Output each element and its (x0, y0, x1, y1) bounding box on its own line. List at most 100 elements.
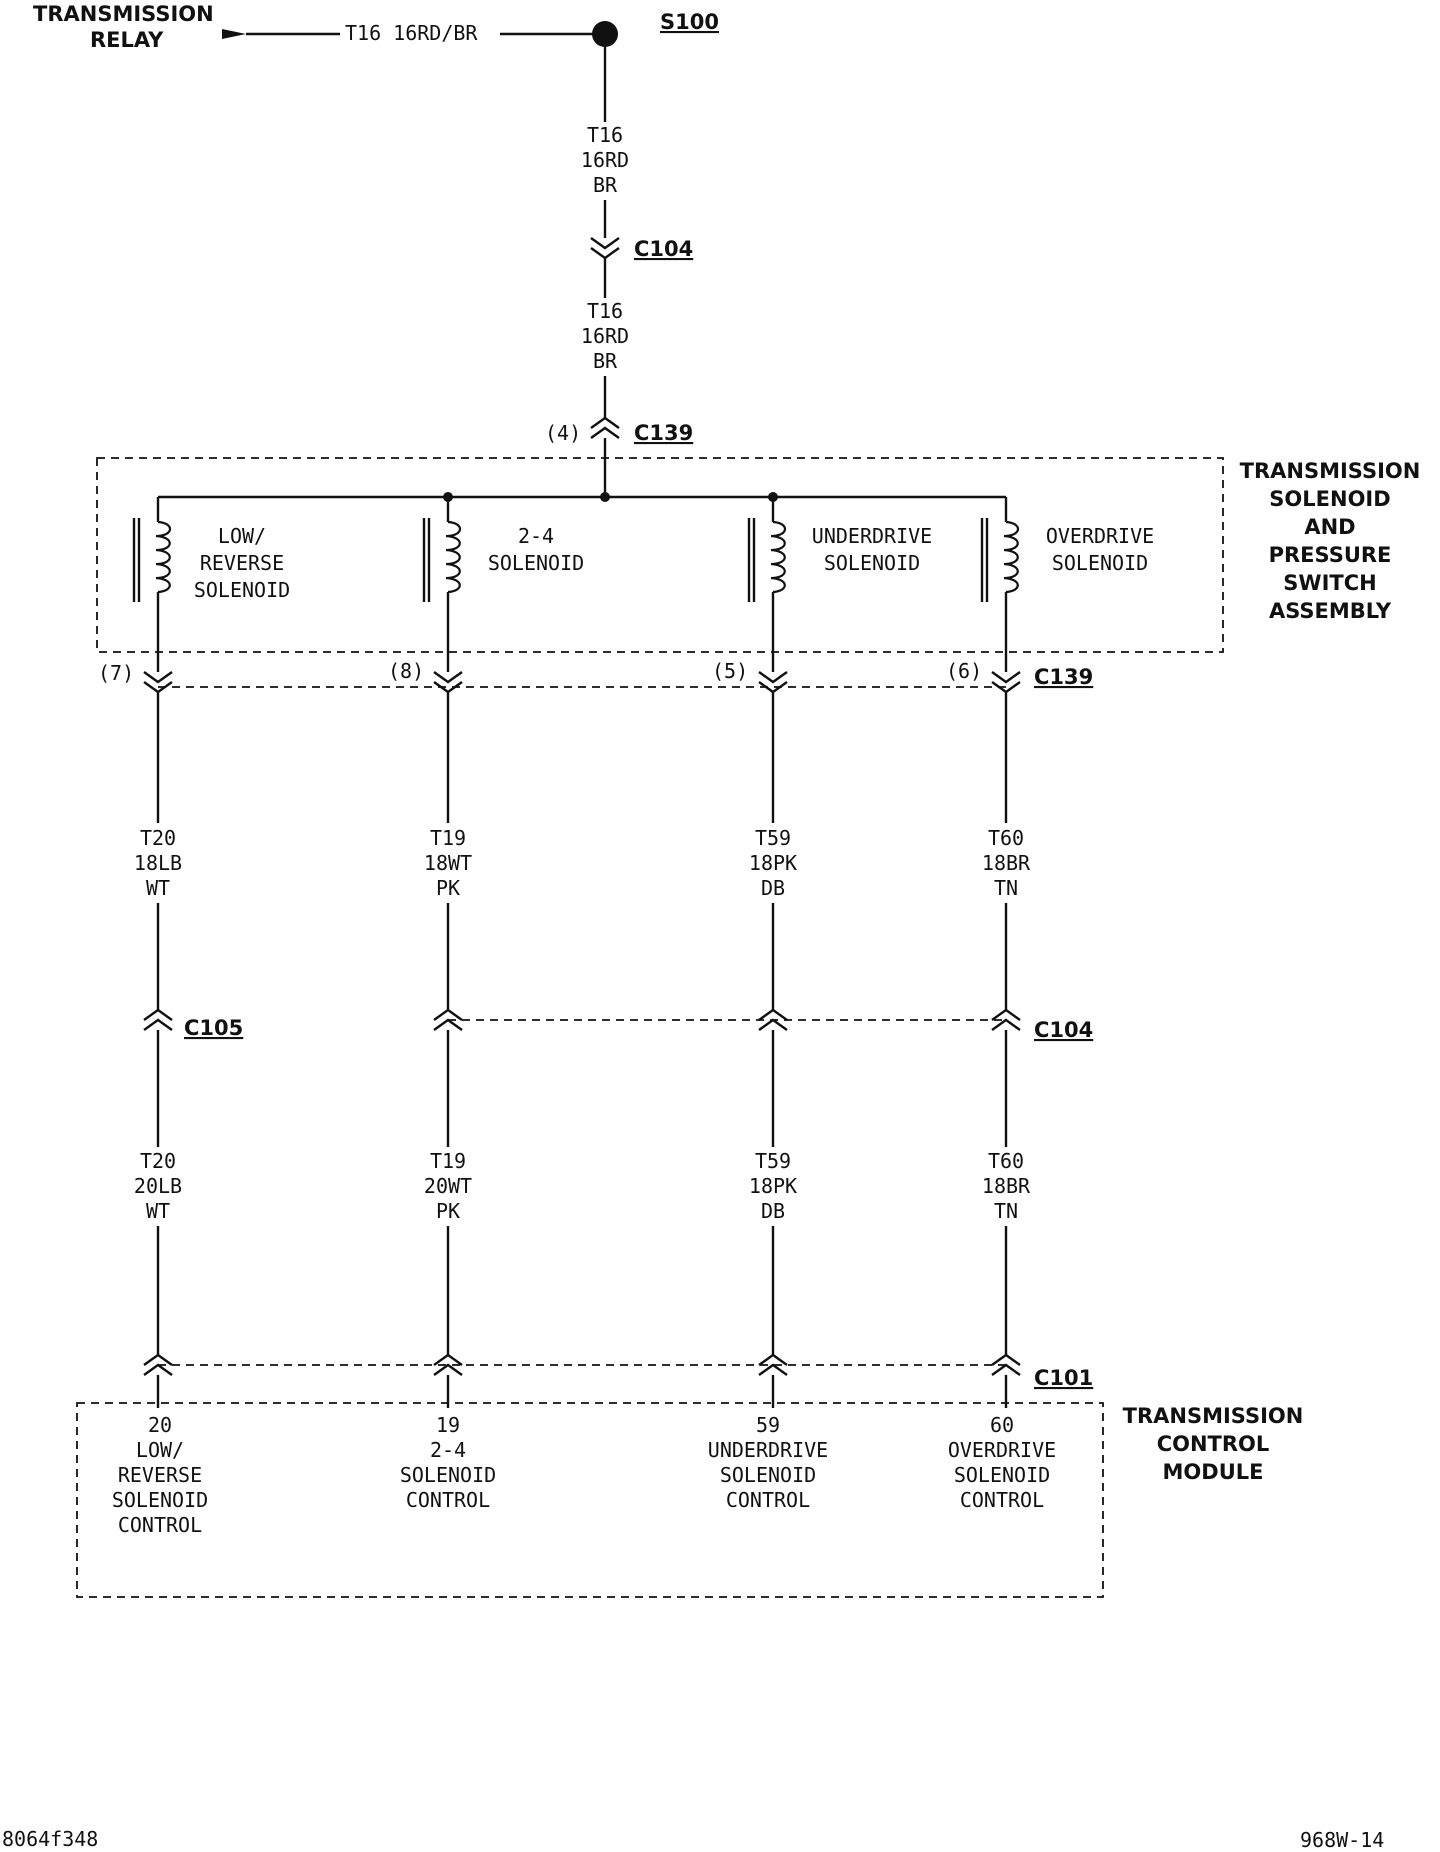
circuit-4-lower-id: T60 (988, 1149, 1024, 1173)
circuit-4-lower-tracer: TN (994, 1199, 1018, 1223)
module-pin-59-line2: UNDERDRIVE (708, 1438, 828, 1462)
connector-c101-pin-2-symbol (433, 1353, 463, 1376)
solenoid-assembly-box (96, 457, 1224, 653)
feed-lower-tracer: BR (593, 349, 618, 373)
module-pin-19-line2: 2-4 (430, 1438, 466, 1462)
circuit-2-upper-id: T19 (430, 826, 466, 850)
connector-c101-pin-1-symbol (143, 1353, 173, 1376)
module-pin-60-number: 60 (990, 1413, 1014, 1437)
connector-c101-pin-4-symbol (991, 1353, 1021, 1376)
connector-c104-mid-pin-2-symbol (433, 1008, 463, 1031)
module-pin-20-number: 20 (148, 1413, 172, 1437)
module-pin-20-line3: REVERSE (118, 1463, 202, 1487)
feed-upper-gauge: 16RD (581, 148, 629, 172)
module-pin-60-line4: CONTROL (960, 1488, 1044, 1512)
circuit-wire-group (143, 671, 1021, 1408)
feed-lower-circuit: T16 (587, 299, 623, 323)
module-pin-59-line4: CONTROL (726, 1488, 810, 1512)
pin-7-label: (7) (98, 661, 134, 685)
relay-label-line2: RELAY (90, 28, 164, 52)
pin-5-label: (5) (712, 659, 748, 683)
connector-c104-mid-pin-4-symbol (991, 1008, 1021, 1031)
circuit-1-lower-tracer: WT (146, 1199, 170, 1223)
bus-junction-2 (600, 492, 610, 502)
circuit-4-upper-id: T60 (988, 826, 1024, 850)
module-pin-20-line4: SOLENOID (112, 1488, 208, 1512)
solenoid-4-label-line1: OVERDRIVE (1046, 524, 1154, 548)
connector-c139-pin-3-symbol (758, 671, 788, 694)
connector-c104-top-label: C104 (634, 237, 693, 261)
circuit-4-upper-gauge: 18BR (982, 851, 1031, 875)
circuit-1-upper-tracer: WT (146, 876, 170, 900)
feed-upper-tracer: BR (593, 173, 618, 197)
circuit-1-lower-id: T20 (140, 1149, 176, 1173)
assembly-label-line3: AND (1304, 515, 1355, 539)
connector-c101-label: C101 (1034, 1366, 1093, 1390)
connector-c139-pin-2-symbol (433, 671, 463, 694)
solenoid-1-label-line1: LOW/ (218, 524, 266, 548)
module-pin-59-line3: SOLENOID (720, 1463, 816, 1487)
circuit-4-lower-gauge: 18BR (982, 1174, 1031, 1198)
connector-c104-mid-label: C104 (1034, 1018, 1093, 1042)
circuit-2-upper-tracer: PK (436, 876, 460, 900)
circuit-3-upper-gauge: 18PK (749, 851, 797, 875)
solenoid-1-label-line3: SOLENOID (194, 578, 290, 602)
connector-c139-pin-4-symbol (991, 671, 1021, 694)
connector-c105-pin-1-symbol (143, 1008, 173, 1031)
footer-page-code: 968W-14 (1300, 1828, 1384, 1852)
solenoid-1-label-line2: REVERSE (200, 551, 284, 575)
pin-8-label: (8) (388, 659, 424, 683)
module-pin-19-line4: CONTROL (406, 1488, 490, 1512)
solenoid-1-coil-icon (155, 520, 172, 594)
circuit-1-upper-gauge: 18LB (134, 851, 182, 875)
module-label-line1: TRANSMISSION (1123, 1404, 1304, 1428)
solenoid-3-label-line2: SOLENOID (824, 551, 920, 575)
relay-wire-label: T16 16RD/BR (345, 21, 478, 45)
circuit-2-lower-gauge: 20WT (424, 1174, 472, 1198)
connector-c105-label: C105 (184, 1016, 243, 1040)
pin-6-label: (6) (946, 659, 982, 683)
solenoid-4-label-line2: SOLENOID (1052, 551, 1148, 575)
feed-upper-circuit: T16 (587, 123, 623, 147)
connector-c104-mid-pin-3-symbol (758, 1008, 788, 1031)
connector-c104-top-symbol (590, 237, 620, 260)
circuit-3-upper-tracer: DB (761, 876, 785, 900)
solenoid-4-coil-icon (1003, 520, 1020, 594)
module-pin-20-line2: LOW/ (136, 1438, 184, 1462)
circuit-3-lower-id: T59 (755, 1149, 791, 1173)
circuit-3-lower-tracer: DB (761, 1199, 785, 1223)
assembly-label-line1: TRANSMISSION (1240, 459, 1421, 483)
splice-s100 (592, 21, 618, 47)
solenoid-group (132, 497, 1020, 672)
module-pin-19-line3: SOLENOID (400, 1463, 496, 1487)
circuit-3-upper-id: T59 (755, 826, 791, 850)
solenoid-3-label-line1: UNDERDRIVE (812, 524, 932, 548)
circuit-4-upper-tracer: TN (994, 876, 1018, 900)
connector-c139-bottom-label: C139 (1034, 665, 1093, 689)
connector-c139-top-label: C139 (634, 421, 693, 445)
circuit-1-upper-id: T20 (140, 826, 176, 850)
circuit-2-lower-tracer: PK (436, 1199, 460, 1223)
circuit-3-lower-gauge: 18PK (749, 1174, 797, 1198)
module-pin-19-number: 19 (436, 1413, 460, 1437)
assembly-label-line6: ASSEMBLY (1269, 599, 1392, 623)
relay-output-arrow (222, 29, 246, 39)
circuit-2-upper-gauge: 18WT (424, 851, 472, 875)
connector-c139-top-symbol (590, 416, 620, 439)
solenoid-2-label-line1: 2-4 (518, 524, 554, 548)
module-label-line2: CONTROL (1157, 1432, 1270, 1456)
circuit-1-lower-gauge: 20LB (134, 1174, 182, 1198)
connector-c139-pin-1-symbol (143, 671, 173, 694)
solenoid-2-coil-icon (445, 520, 462, 594)
module-pin-60-line3: SOLENOID (954, 1463, 1050, 1487)
module-pin-20-line5: CONTROL (118, 1513, 202, 1537)
relay-label-line1: TRANSMISSION (33, 2, 214, 26)
circuit-2-lower-id: T19 (430, 1149, 466, 1173)
module-pin-59-number: 59 (756, 1413, 780, 1437)
assembly-label-line4: PRESSURE (1269, 543, 1392, 567)
feed-lower-gauge: 16RD (581, 324, 629, 348)
control-module-box (76, 1402, 1104, 1598)
footer-figure-id: 8064f348 (2, 1827, 98, 1851)
module-pin-60-line2: OVERDRIVE (948, 1438, 1056, 1462)
